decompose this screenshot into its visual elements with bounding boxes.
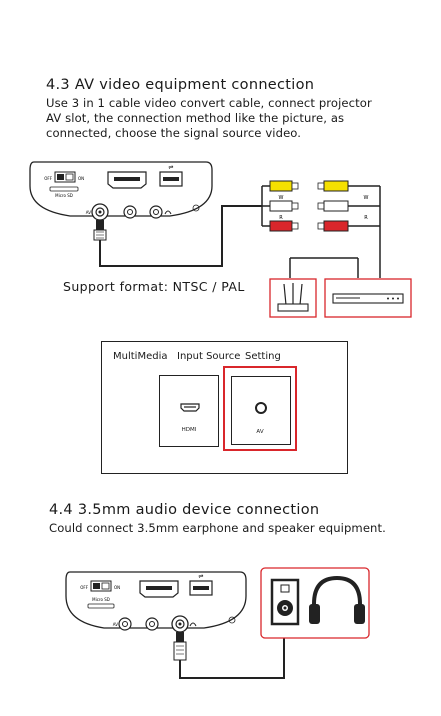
body-text-line: Use 3 in 1 cable video convert cable, co…: [46, 96, 372, 110]
projector-device-illustration: OFF ON Micro SD ⇌ AV: [65, 571, 247, 633]
usb-symbol-icon: ⇌: [168, 164, 173, 171]
body-text-line: AV slot, the connection method like the …: [46, 111, 345, 125]
white-label: W: [364, 195, 369, 201]
dvd-player-device-illustration: [324, 278, 412, 318]
av-tile-label: AV: [256, 429, 264, 435]
router-device-illustration: [269, 278, 317, 318]
off-label: OFF: [80, 585, 88, 590]
micro-sd-label: Micro SD: [92, 597, 110, 602]
hdmi-icon: [180, 403, 200, 412]
section-heading-av: 4.3 AV video equipment connection: [46, 77, 315, 93]
av-port-label: AV: [86, 210, 91, 215]
headphones-icon: [309, 575, 365, 624]
micro-sd-label: Micro SD: [55, 193, 73, 198]
micro-sd-slot: [49, 186, 79, 192]
white-label: W: [279, 195, 284, 201]
av-port-icon: [255, 402, 267, 414]
rca-cables-right: W R: [289, 180, 381, 278]
micro-sd-slot: [87, 603, 115, 609]
red-label: R: [364, 215, 368, 221]
audio-connection-diagram: OFF ON Micro SD ⇌ AV: [65, 567, 370, 679]
projector-device-illustration: OFF ON Micro SD ⇌ AV: [29, 161, 213, 221]
menu-tab-input-source[interactable]: Input Source: [177, 351, 241, 362]
section-heading-audio: 4.4 3.5mm audio device connection: [49, 502, 320, 518]
av-connection-diagram: OFF ON Micro SD ⇌ AV: [29, 161, 412, 318]
on-label: ON: [78, 176, 84, 181]
headphone-symbol-icon: [164, 210, 172, 215]
body-text-line: Could connect 3.5mm earphone and speaker…: [49, 521, 386, 535]
av-port-label: AV: [113, 622, 118, 627]
audio-output-devices-box: [260, 567, 370, 639]
red-label: R: [279, 215, 283, 221]
usb-symbol-icon: ⇌: [198, 573, 203, 580]
body-text-line: connected, choose the signal source vide…: [46, 126, 302, 140]
input-source-menu-panel: MultiMedia Input Source Setting HDMI AV: [101, 341, 348, 474]
av-source-tile-selected[interactable]: AV: [223, 366, 297, 451]
rca-cables-left: W R: [261, 180, 299, 232]
speaker-icon: [270, 578, 300, 626]
on-label: ON: [114, 585, 120, 590]
off-label: OFF: [44, 176, 52, 181]
hdmi-source-tile[interactable]: HDMI: [159, 375, 219, 447]
headphone-symbol-icon: [189, 622, 197, 627]
hdmi-tile-label: HDMI: [181, 427, 197, 433]
menu-tab-multimedia[interactable]: MultiMedia: [113, 351, 168, 362]
menu-tab-setting[interactable]: Setting: [245, 351, 281, 362]
support-format-text: Support format: NTSC / PAL: [63, 279, 245, 294]
av-plug-cable: [93, 205, 262, 267]
audio-plug-cable: [173, 632, 285, 679]
